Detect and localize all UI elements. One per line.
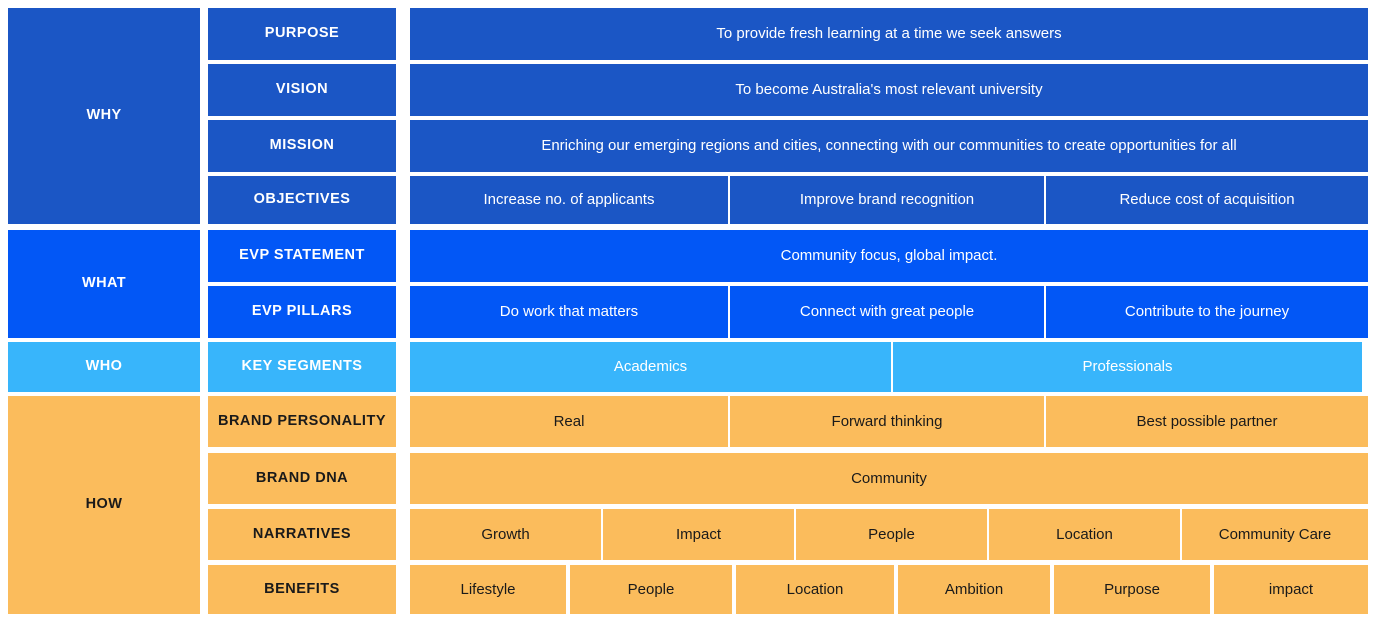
content-row-purpose: To provide fresh learning at a time we s… [410,8,1368,60]
group-cell-why[interactable]: WHY [8,8,200,224]
group-cell-how[interactable]: HOW [8,396,200,614]
row-label-text: OBJECTIVES [253,191,351,208]
content-cell-brand-personality-2[interactable]: Best possible partner [1046,396,1368,447]
row-label-text: VISION [275,81,329,98]
content-row-key-segments: Academics Professionals [410,342,1362,392]
group-label-what: WHAT [81,275,126,292]
row-label-evp-statement[interactable]: EVP STATEMENT [208,230,396,282]
content-text: Purpose [1104,580,1160,598]
content-row-objectives: Increase no. of applicants Improve brand… [410,176,1368,224]
content-cell-benefits-4[interactable]: Purpose [1054,565,1210,614]
content-cell-benefits-1[interactable]: People [570,565,732,614]
content-text: Community focus, global impact. [780,247,998,264]
group-label-how: HOW [85,496,123,513]
content-text: Connect with great people [799,303,975,320]
row-label-brand-personality[interactable]: BRAND PERSONALITY [208,396,396,447]
content-cell-narratives-4[interactable]: Community Care [1182,509,1368,560]
content-text: To become Australia's most relevant univ… [735,81,1043,98]
content-cell-evp-pillars-0[interactable]: Do work that matters [410,286,728,338]
content-cell-brand-personality-0[interactable]: Real [410,396,728,447]
content-row-brand-dna: Community [410,453,1368,504]
content-cell-benefits-2[interactable]: Location [736,565,894,614]
content-text: Location [786,580,844,598]
content-row-mission: Enriching our emerging regions and citie… [410,120,1368,172]
content-text: Enriching our emerging regions and citie… [541,137,1237,154]
content-row-brand-personality: Real Forward thinking Best possible part… [410,396,1368,447]
content-cell-key-segments-1[interactable]: Professionals [893,342,1362,392]
group-label-who: WHO [85,358,123,375]
row-label-benefits[interactable]: BENEFITS [208,565,396,614]
content-text: Reduce cost of acquisition [1119,191,1295,208]
row-label-text: PURPOSE [264,25,340,42]
group-cell-what[interactable]: WHAT [8,230,200,338]
row-label-vision[interactable]: VISION [208,64,396,116]
content-cell-brand-dna-0[interactable]: Community [410,453,1368,504]
content-cell-vision-0[interactable]: To become Australia's most relevant univ… [410,64,1368,116]
content-row-narratives: Growth Impact People Location Community … [410,509,1368,560]
content-cell-narratives-2[interactable]: People [796,509,987,560]
group-cell-who[interactable]: WHO [8,342,200,392]
row-label-text: BRAND PERSONALITY [217,412,386,429]
content-cell-evp-pillars-1[interactable]: Connect with great people [730,286,1044,338]
content-cell-brand-personality-1[interactable]: Forward thinking [730,396,1044,447]
content-cell-narratives-1[interactable]: Impact [603,509,794,560]
row-label-text: EVP PILLARS [251,303,353,320]
content-cell-benefits-3[interactable]: Ambition [898,565,1050,614]
content-row-evp-pillars: Do work that matters Connect with great … [410,286,1368,338]
row-label-text: MISSION [269,137,335,154]
row-label-narratives[interactable]: NARRATIVES [208,509,396,560]
content-text: Forward thinking [831,412,943,430]
content-cell-evp-statement-0[interactable]: Community focus, global impact. [410,230,1368,282]
content-text: Location [1056,525,1113,543]
content-text: Best possible partner [1136,412,1278,430]
content-text: To provide fresh learning at a time we s… [716,25,1062,42]
row-label-key-segments[interactable]: KEY SEGMENTS [208,342,396,392]
content-text: Contribute to the journey [1124,303,1290,320]
group-label-why: WHY [86,107,122,124]
content-text: Real [553,412,585,430]
content-cell-objectives-0[interactable]: Increase no. of applicants [410,176,728,224]
row-label-text: NARRATIVES [252,525,352,542]
content-cell-evp-pillars-2[interactable]: Contribute to the journey [1046,286,1368,338]
content-cell-narratives-3[interactable]: Location [989,509,1180,560]
row-label-text: KEY SEGMENTS [241,358,363,375]
content-text: Impact [675,525,721,543]
content-cell-purpose-0[interactable]: To provide fresh learning at a time we s… [410,8,1368,60]
content-cell-narratives-0[interactable]: Growth [410,509,601,560]
content-text: Professionals [1082,358,1173,375]
content-row-vision: To become Australia's most relevant univ… [410,64,1368,116]
content-text: Lifestyle [460,580,516,598]
content-cell-benefits-5[interactable]: impact [1214,565,1368,614]
content-text: Academics [613,358,688,375]
row-label-mission[interactable]: MISSION [208,120,396,172]
content-cell-objectives-1[interactable]: Improve brand recognition [730,176,1044,224]
row-label-text: BENEFITS [264,580,340,597]
content-text: Growth [481,525,530,543]
content-text: Increase no. of applicants [483,191,655,208]
row-label-text: EVP STATEMENT [239,247,365,264]
row-label-brand-dna[interactable]: BRAND DNA [208,453,396,504]
content-text: People [868,525,915,543]
content-text: Do work that matters [499,303,639,320]
content-cell-objectives-2[interactable]: Reduce cost of acquisition [1046,176,1368,224]
row-label-objectives[interactable]: OBJECTIVES [208,176,396,224]
row-label-evp-pillars[interactable]: EVP PILLARS [208,286,396,338]
content-cell-benefits-0[interactable]: Lifestyle [410,565,566,614]
content-text: Community Care [1218,525,1332,543]
content-row-benefits: Lifestyle People Location Ambition Purpo… [410,565,1368,614]
content-cell-key-segments-0[interactable]: Academics [410,342,891,392]
content-row-evp-statement: Community focus, global impact. [410,230,1368,282]
content-text: Community [851,469,927,487]
row-label-text: BRAND DNA [255,469,349,486]
content-text: People [627,580,675,598]
row-label-purpose[interactable]: PURPOSE [208,8,396,60]
content-text: impact [1268,580,1314,598]
content-cell-mission-0[interactable]: Enriching our emerging regions and citie… [410,120,1368,172]
content-text: Ambition [944,580,1004,598]
content-text: Improve brand recognition [799,191,975,208]
